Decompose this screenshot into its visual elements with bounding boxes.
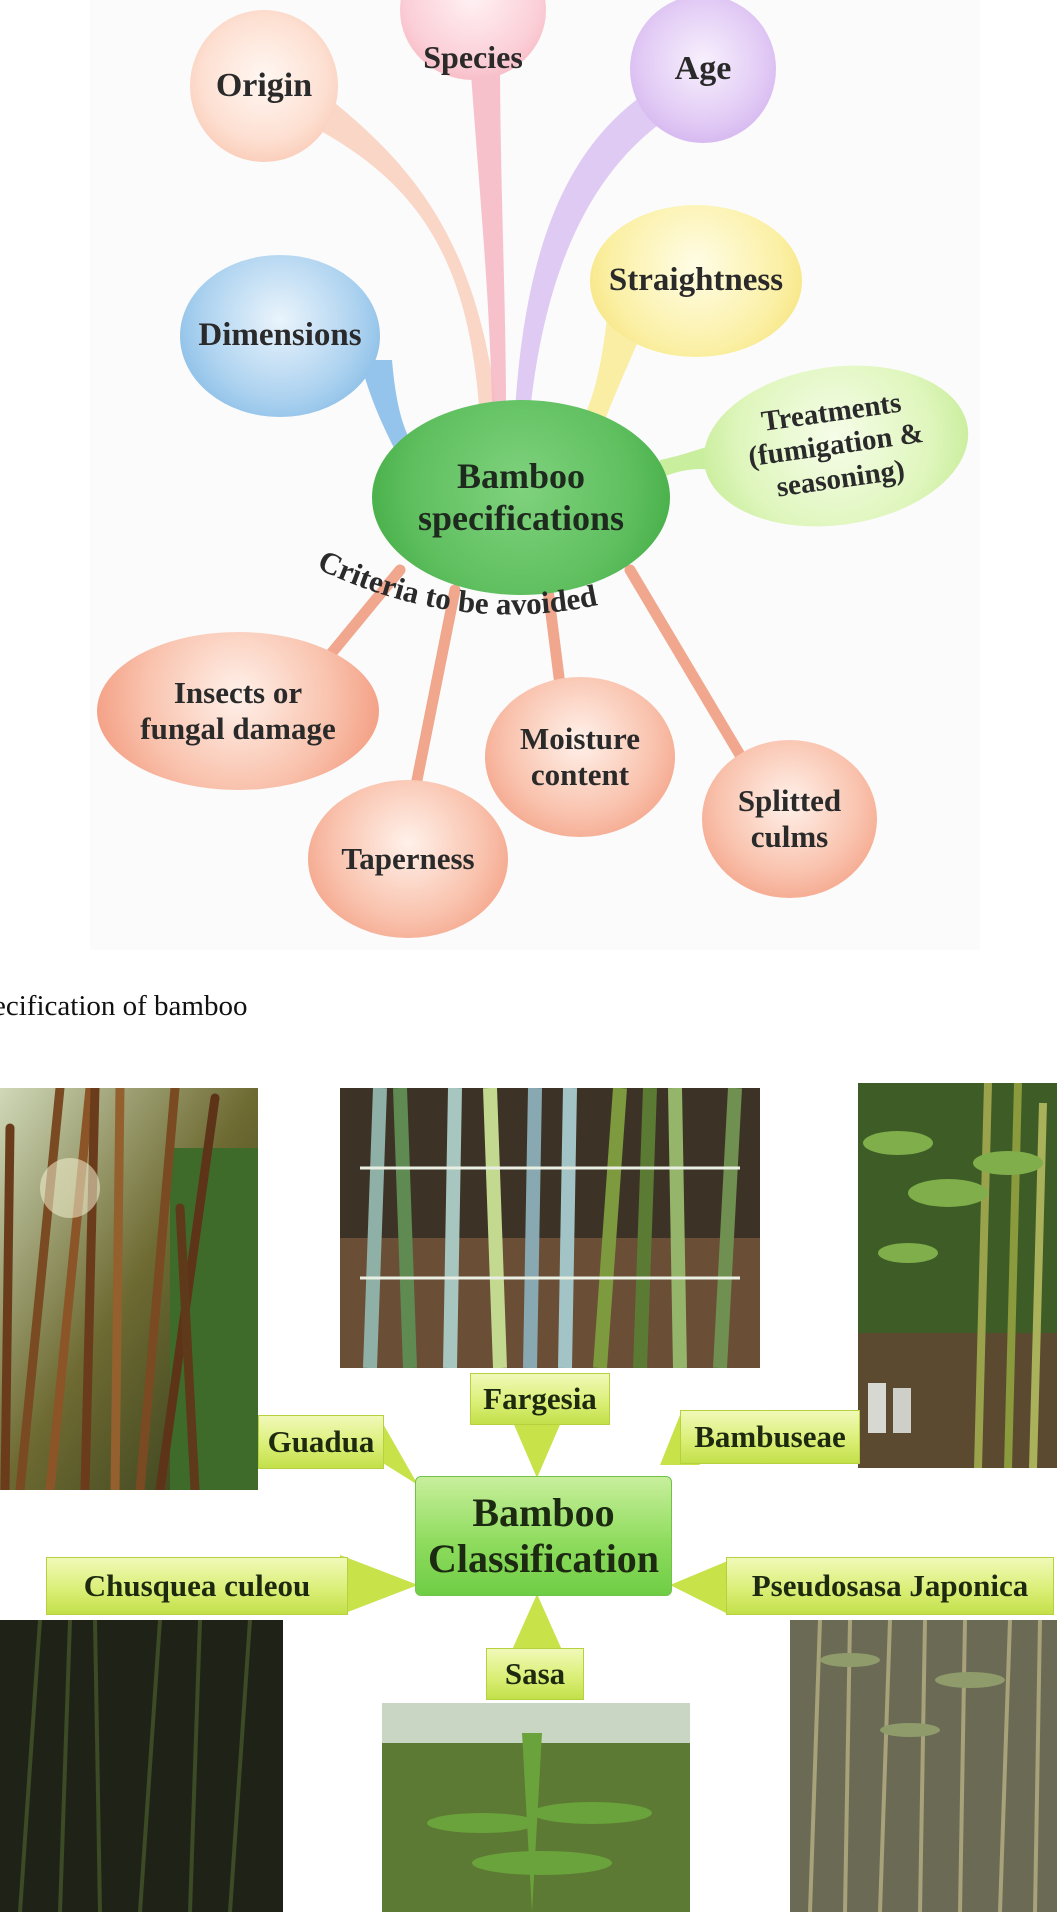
fargesia-arrow	[512, 1420, 562, 1478]
dimensions-bubble: Dimensions	[180, 255, 380, 417]
origin-bubble: Origin	[190, 10, 338, 162]
insects-line-1: Insects or	[173, 675, 303, 711]
chusquea-arrow	[340, 1555, 418, 1615]
pseudosasa-arrow	[670, 1560, 730, 1615]
classification-line-2: Classification	[427, 1536, 660, 1581]
guadua-photo	[0, 1088, 258, 1490]
pseudosasa-tag: Pseudosasa Japonica	[726, 1557, 1054, 1615]
criteria-arc-label: Criteria to be avoided	[313, 543, 600, 622]
chusquea-photo	[0, 1620, 283, 1912]
insects-line-2: fungal damage	[140, 711, 336, 746]
taperness-bubble: Taperness	[308, 780, 508, 938]
moisture-line-1: Moisture	[520, 721, 640, 757]
specifications-center: Bamboo specifications	[372, 400, 670, 595]
dimensions-connector	[360, 360, 410, 450]
splitted-line-1: Splitted	[737, 783, 842, 819]
bambuseae-tag: Bambuseae	[680, 1410, 860, 1464]
sasa-photo	[382, 1703, 690, 1912]
figure-caption: ecification of bamboo	[0, 990, 248, 1022]
pseudosasa-label: Pseudosasa Japonica	[751, 1568, 1029, 1603]
dimensions-label: Dimensions	[198, 317, 362, 354]
center-line-1: Bamboo	[456, 456, 585, 497]
insects-bubble: Insects or fungal damage	[97, 632, 379, 790]
fargesia-photo	[340, 1088, 760, 1368]
guadua-arrow	[378, 1415, 418, 1485]
moisture-line-2: content	[530, 757, 630, 792]
classification-line-1: Bamboo	[472, 1490, 615, 1535]
pseudosasa-photo	[790, 1620, 1057, 1912]
taperness-label: Taperness	[341, 841, 475, 877]
insects-connector	[324, 564, 406, 661]
bambuseae-label: Bambuseae	[694, 1419, 846, 1454]
guadua-label: Guadua	[267, 1424, 375, 1459]
treatments-connector	[660, 445, 715, 478]
splitted-connector	[624, 564, 746, 761]
chusquea-label: Chusquea culeou	[83, 1568, 311, 1603]
classification-center: Bamboo Classification	[415, 1476, 672, 1596]
center-line-2: specifications	[418, 497, 624, 538]
chusquea-tag: Chusquea culeou	[46, 1557, 348, 1615]
sasa-label: Sasa	[504, 1656, 566, 1691]
taperness-connector	[409, 584, 461, 796]
guadua-tag: Guadua	[258, 1415, 384, 1469]
species-bubble: Species	[400, 0, 546, 80]
splitted-bubble: Splitted culms	[702, 740, 877, 898]
straightness-label: Straightness	[608, 262, 784, 299]
straightness-bubble: Straightness	[590, 205, 802, 357]
fargesia-label: Fargesia	[483, 1381, 597, 1416]
species-connector	[470, 60, 506, 410]
moisture-bubble: Moisture content	[485, 677, 675, 837]
sasa-arrow	[512, 1594, 562, 1650]
age-bubble: Age	[630, 0, 776, 143]
bambuseae-photo	[858, 1083, 1057, 1468]
sasa-tag: Sasa	[486, 1648, 584, 1700]
moisture-connector	[542, 584, 566, 691]
origin-label: Origin	[215, 67, 313, 105]
age-label: Age	[674, 50, 732, 88]
fargesia-tag: Fargesia	[470, 1373, 610, 1425]
species-label: Species	[423, 39, 523, 76]
splitted-line-2: culms	[750, 819, 829, 854]
